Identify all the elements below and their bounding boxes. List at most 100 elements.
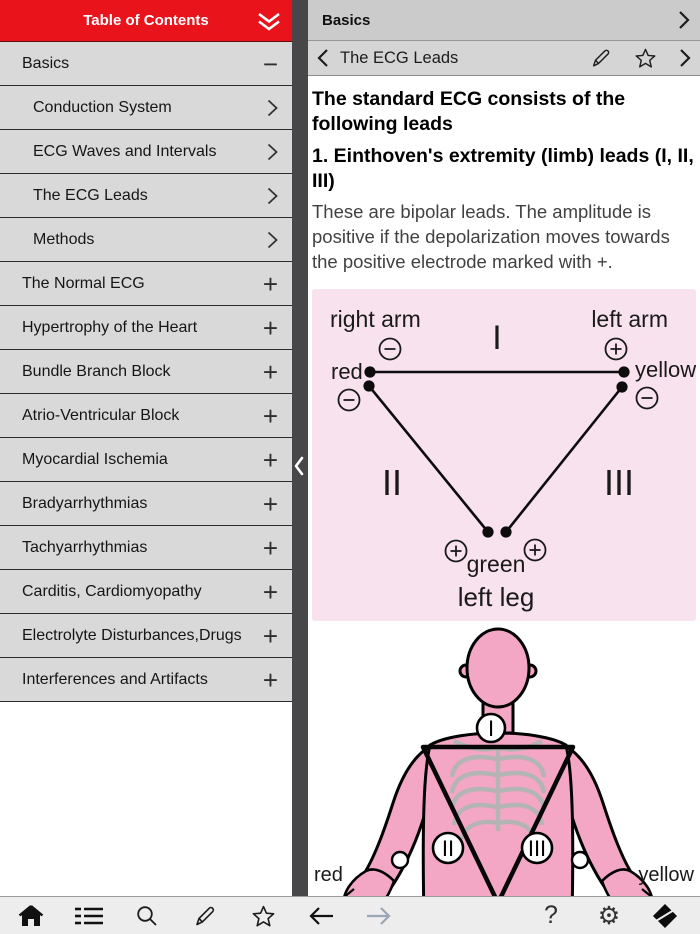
collapse-minus-icon[interactable]: − (262, 48, 278, 79)
toc-list-icon[interactable] (60, 897, 118, 934)
chevron-right-icon[interactable] (267, 187, 278, 205)
home-icon[interactable] (2, 897, 60, 934)
sidebar-item-bradyarrhythmias[interactable]: Bradyarrhythmias + (0, 482, 292, 526)
expand-plus-icon[interactable]: + (262, 444, 278, 475)
sidebar-item-label: Hypertrophy of the Heart (22, 318, 198, 336)
label-red: red (331, 359, 363, 384)
label-yellow: yellow (635, 357, 696, 382)
sidebar-item-bundle-branch-block[interactable]: Bundle Branch Block + (0, 350, 292, 394)
expand-plus-icon[interactable]: + (262, 312, 278, 343)
collapse-double-chevron-icon[interactable] (256, 12, 282, 31)
chevron-right-icon[interactable] (267, 99, 278, 117)
forward-chevron-icon[interactable] (679, 48, 691, 68)
section-header-bar[interactable]: Basics (308, 0, 700, 41)
pencil-icon[interactable] (176, 897, 234, 934)
label-lead-I: I (492, 319, 501, 357)
label-yellow: yellow (638, 864, 694, 886)
publisher-diamond-icon[interactable] (638, 897, 692, 934)
sidebar-item-label: Bundle Branch Block (22, 362, 171, 380)
expand-plus-icon[interactable]: + (262, 620, 278, 651)
badge-lead-I: I (488, 716, 494, 741)
help-icon[interactable]: ? (544, 901, 558, 929)
sidebar-item-label: Myocardial Ischemia (22, 450, 168, 468)
sidebar-item-carditis-cardiomyopathy[interactable]: Carditis, Cardiomyopathy + (0, 570, 292, 614)
sidebar-item-atrio-ventricular-block[interactable]: Atrio-Ventricular Block + (0, 394, 292, 438)
expand-plus-icon[interactable]: + (262, 488, 278, 519)
table-of-contents-panel: Table of Contents Basics − Conduction Syst… (0, 0, 292, 896)
sidebar-item-electrolyte-disturbances-drugs[interactable]: Electrolyte Disturbances,Drugs + (0, 614, 292, 658)
torso-leads-figure: I II III red yellow (308, 621, 700, 920)
expand-plus-icon[interactable]: + (262, 400, 278, 431)
page-title: The ECG Leads (340, 48, 459, 67)
back-arrow-icon[interactable] (292, 897, 350, 934)
collapse-sidebar-handle-icon[interactable] (294, 455, 304, 477)
sidebar-item-label: Atrio-Ventricular Block (22, 406, 180, 424)
einthoven-triangle-figure: right arm left arm I red yellow II III g… (312, 289, 696, 622)
expand-plus-icon[interactable]: + (262, 664, 278, 695)
sidebar-item-tachyarrhythmias[interactable]: Tachyarrhythmias+ (0, 526, 292, 570)
sidebar-item-basics[interactable]: Basics − (0, 42, 292, 86)
triangle-lines (367, 370, 624, 533)
chevron-right-icon[interactable] (267, 231, 278, 249)
search-icon[interactable] (118, 897, 176, 934)
chevron-right-icon[interactable] (678, 10, 690, 30)
sidebar-item-label: Carditis, Cardiomyopathy (22, 582, 202, 600)
article-subheading: 1. Einthoven's extremity (limb) leads (I… (312, 144, 694, 193)
forward-arrow-icon[interactable] (350, 897, 408, 934)
sidebar-item-the-normal-ecg[interactable]: The Normal ECG+ (0, 262, 292, 306)
settings-gear-icon[interactable]: ⚙ (597, 901, 621, 930)
toc-title: Table of Contents (83, 12, 209, 29)
sidebar-item-interferences-and-artifacts[interactable]: Interferences and Artifacts + (0, 658, 292, 702)
chevron-right-icon[interactable] (267, 143, 278, 161)
figure-labels: right arm left arm I red yellow II III g… (330, 306, 696, 612)
sidebar-item-label: Interferences and Artifacts (22, 670, 208, 688)
expand-plus-icon[interactable]: + (262, 356, 278, 387)
content-panel: Basics The ECG Leads (308, 0, 700, 920)
electrode-dots (363, 366, 630, 538)
label-red: red (314, 864, 343, 886)
triangle-overlay (420, 744, 576, 906)
article-body: The standard ECG consists of the followi… (308, 76, 700, 274)
panel-divider (292, 0, 308, 896)
expand-plus-icon[interactable]: + (262, 532, 278, 563)
label-green: green (467, 551, 526, 577)
sidebar-item-label: Bradyarrhythmias (22, 494, 148, 512)
bookmark-star-icon[interactable] (634, 47, 657, 69)
bottom-toolbar: ? ⚙ (0, 896, 700, 934)
sidebar-item-label: Methods (33, 230, 95, 248)
head (465, 627, 531, 709)
label-left-leg: left leg (458, 582, 535, 612)
sidebar-item-label: Conduction System (33, 98, 172, 116)
sidebar-item-ecg-waves-and-intervals[interactable]: ECG Waves and Intervals (0, 130, 292, 174)
figure-background (312, 289, 696, 622)
sidebar-item-methods[interactable]: Methods (0, 218, 292, 262)
sidebar-item-label: Electrolyte Disturbances,Drugs (22, 626, 242, 644)
back-chevron-icon[interactable] (317, 48, 329, 68)
article-paragraph: These are bipolar leads. The amplitude i… (312, 201, 670, 272)
label-left-arm: left arm (591, 306, 668, 332)
polarity-symbols (337, 337, 659, 563)
sidebar-item-label: The ECG Leads (33, 186, 148, 204)
sidebar-item-label: ECG Waves and Intervals (33, 142, 217, 160)
sidebar-item-conduction-system[interactable]: Conduction System (0, 86, 292, 130)
left-wrist-electrode (390, 850, 410, 870)
toc-header[interactable]: Table of Contents (0, 0, 292, 42)
edit-note-icon[interactable] (590, 47, 612, 69)
label-lead-III: III (604, 462, 634, 503)
favorites-star-icon[interactable] (234, 897, 292, 934)
sidebar-item-the-ecg-leads[interactable]: The ECG Leads (0, 174, 292, 218)
label-lead-II: II (382, 462, 402, 503)
page-header-bar: The ECG Leads (308, 41, 700, 76)
badge-lead-II: II (442, 836, 454, 861)
sidebar-item-hypertrophy-of-the-heart[interactable]: Hypertrophy of the Heart + (0, 306, 292, 350)
lead-badges: I II III (431, 712, 554, 865)
expand-plus-icon[interactable]: + (262, 576, 278, 607)
right-wrist-electrode (570, 850, 590, 870)
expand-plus-icon[interactable]: + (262, 268, 278, 299)
section-title: Basics (322, 11, 371, 29)
sidebar-item-label: Basics (22, 54, 70, 72)
label-right-arm: right arm (330, 306, 421, 332)
sidebar-item-myocardial-ischemia[interactable]: Myocardial Ischemia + (0, 438, 292, 482)
